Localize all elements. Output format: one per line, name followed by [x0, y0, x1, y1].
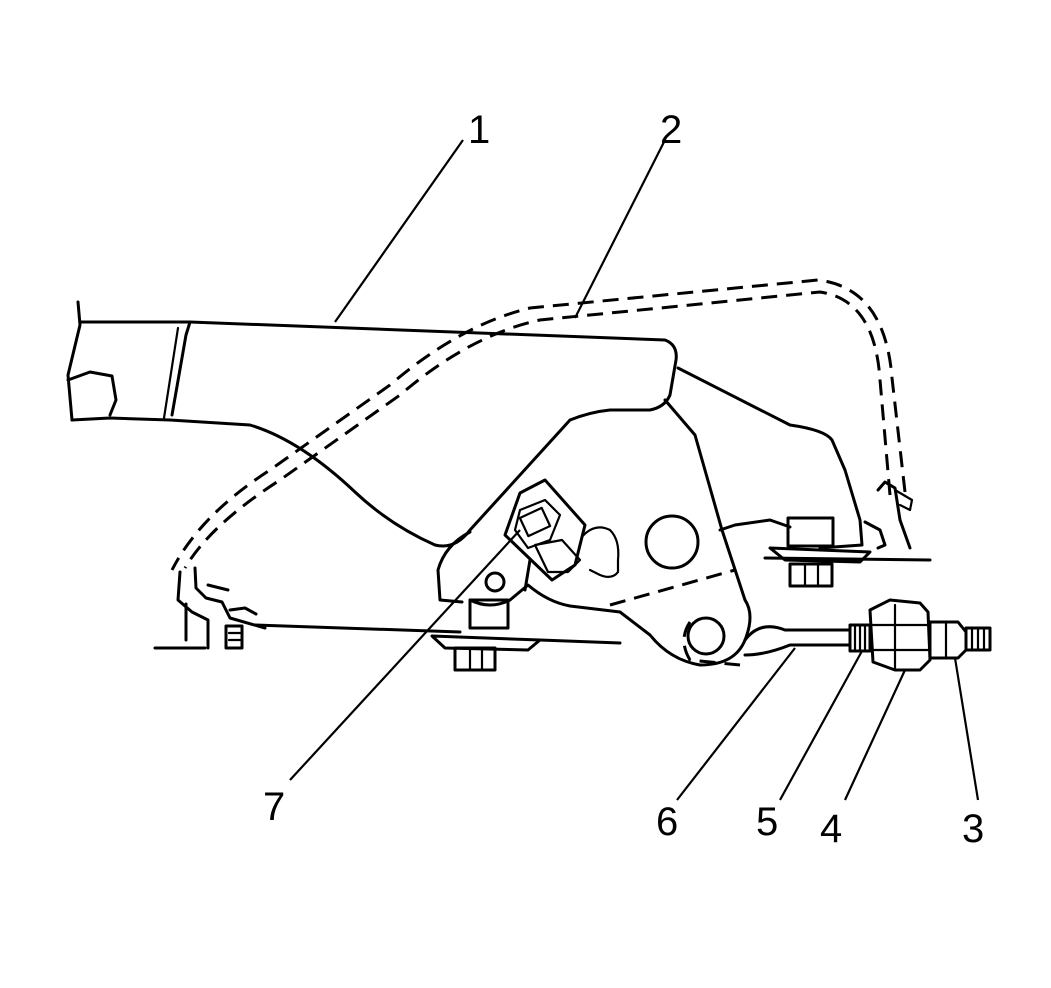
left-mounting-clip — [176, 566, 267, 650]
callout-5: 5 — [756, 800, 778, 844]
leader-7 — [289, 529, 521, 781]
lever-handle — [66, 300, 678, 548]
callout-7: 7 — [263, 785, 285, 829]
leader-1 — [334, 139, 464, 323]
callout-2: 2 — [660, 108, 682, 152]
parking-brake-cable — [170, 278, 907, 571]
callout-labels: 1 2 3 4 5 6 7 — [263, 108, 984, 851]
right-nut — [768, 516, 872, 588]
lower-pivot — [609, 568, 741, 667]
brake-switch — [503, 478, 587, 582]
leader-5 — [779, 650, 863, 801]
center-nut — [430, 571, 542, 672]
spring-clip — [572, 526, 620, 579]
adjuster-rod-assembly — [743, 598, 992, 672]
leader-4 — [844, 669, 906, 801]
leader-3 — [953, 657, 980, 801]
callout-6: 6 — [656, 800, 678, 844]
callout-3: 3 — [962, 807, 984, 851]
callout-1: 1 — [468, 108, 490, 152]
leader-6 — [676, 647, 796, 801]
right-cable-clip — [863, 480, 914, 550]
callout-4: 4 — [820, 807, 842, 851]
leader-lines — [289, 139, 980, 801]
pivot-hole — [644, 514, 700, 570]
leader-2 — [574, 139, 666, 319]
